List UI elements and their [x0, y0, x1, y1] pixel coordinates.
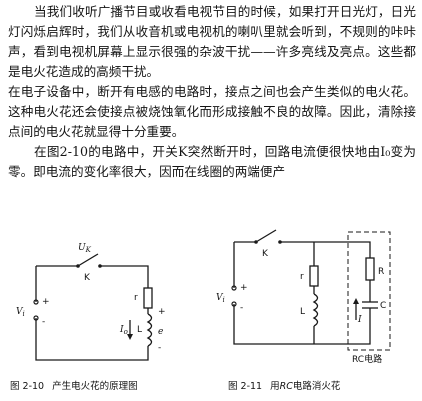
- current-label: Io: [119, 325, 128, 336]
- inductor-voltage-label: e: [158, 327, 163, 337]
- resistor-r: [143, 287, 153, 309]
- caption-2-11-number: 图 2-11: [228, 381, 263, 392]
- source-label: Vi: [16, 307, 25, 318]
- rc-box-label: RC电路: [352, 353, 382, 365]
- current-arrow-head: [127, 334, 133, 340]
- source-terminal-bottom: [33, 315, 39, 321]
- inductor-coil: [146, 313, 153, 347]
- source-terminal-bottom: [231, 301, 237, 307]
- switch-label: K: [262, 249, 269, 259]
- caption-2-11-text-post: 电路消火花: [292, 381, 341, 392]
- rc-dashed-box: [347, 231, 391, 351]
- inductor-plus-label: +: [158, 307, 166, 317]
- resistor-r: [309, 265, 319, 287]
- capacitor-label: C: [380, 301, 386, 311]
- inductor-label: L: [300, 307, 305, 317]
- switch-contact-right: [278, 240, 282, 244]
- capacitor-current-label: I: [357, 315, 362, 325]
- source-label: Vi: [216, 293, 225, 304]
- resistor-R: [365, 257, 375, 281]
- caption-2-10: 图 2-10 产生电火花的原理图: [10, 378, 138, 392]
- inductor-label: L: [137, 325, 142, 335]
- caption-2-10-number: 图 2-10: [10, 381, 45, 392]
- source-plus-label: +: [240, 283, 248, 293]
- paragraph-1: 当我们收听广播节目或收看电视节目的时候，如果打开日光灯，日光灯闪烁启辉时，我们从…: [8, 4, 416, 79]
- wire-top-right: [100, 265, 149, 288]
- source-minus-label: -: [240, 303, 243, 313]
- caption-2-11-text-em: RC: [279, 381, 293, 392]
- caption-2-10-text: 产生电火花的原理图: [52, 381, 138, 392]
- circuit-diagram-2-10: UK K + Vi - r Io L + e -: [16, 243, 166, 361]
- rc-resistor-label: R: [378, 267, 384, 277]
- source-terminal-top: [33, 299, 39, 305]
- resistor-label: r: [134, 293, 138, 303]
- switch-voltage-label: UK: [78, 243, 92, 254]
- figure-2-10: UK K + Vi - r Io L + e -: [8, 238, 188, 373]
- caption-2-11-text-pre: 用: [270, 381, 280, 392]
- source-plus-label: +: [42, 297, 50, 307]
- wire-bottom: [233, 304, 371, 345]
- switch-contact-right: [98, 264, 102, 268]
- wire-top-right: [280, 241, 371, 258]
- paragraph-3: 在图2-10的电路中，开关K突然断开时，回路电流便很快地由I₀变为零。即电流的变…: [8, 144, 416, 179]
- caption-2-11: 图 2-11 用RC电路消火花: [228, 378, 340, 392]
- inductor-coil: [312, 293, 319, 327]
- switch-blade: [77, 253, 99, 267]
- capacitor-current-arrow-head: [353, 298, 359, 304]
- body-text: 当我们收听广播节目或收看电视节目的时候，如果打开日光灯，日光灯闪烁启辉时，我们从…: [8, 2, 416, 182]
- source-terminal-top: [231, 285, 237, 291]
- resistor-label: r: [300, 272, 304, 282]
- source-minus-label: -: [42, 317, 45, 327]
- wire-left-bottom: [35, 318, 149, 361]
- paragraph-2: 在电子设备中，断开有电感的电路时，接点之间也会产生类似的电火花。这种电火花还会使…: [8, 84, 416, 139]
- switch-label: K: [84, 273, 91, 283]
- inductor-minus-label: -: [158, 343, 161, 353]
- switch-blade: [255, 229, 277, 243]
- figure-2-11: K + Vi - r L R C I RC电路: [216, 222, 407, 372]
- circuit-diagram-2-11: K + Vi - r L R C I RC电路: [216, 229, 391, 365]
